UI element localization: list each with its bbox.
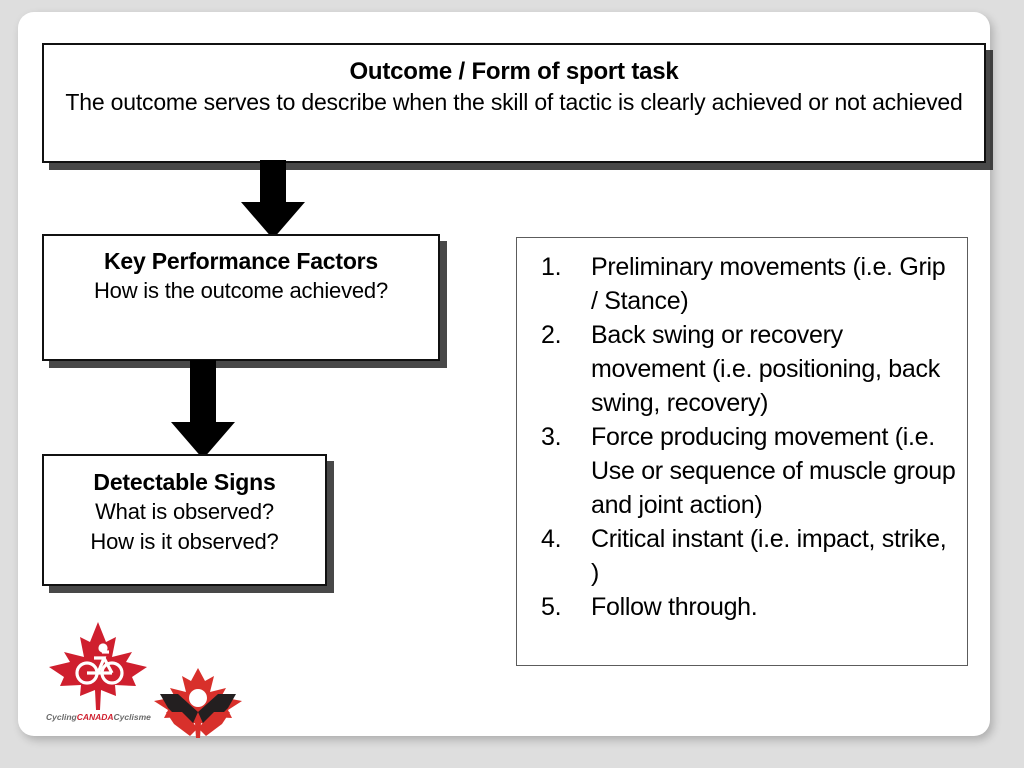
list-item: 4. Critical instant (i.e. impact, strike,… xyxy=(531,522,957,590)
performance-factors-list: 1. Preliminary movements (i.e. Grip / Sta… xyxy=(531,250,957,624)
outcome-box-description: The outcome serves to describe when the … xyxy=(65,89,963,115)
list-item-number: 1. xyxy=(541,253,562,281)
secondary-sport-logo xyxy=(152,668,244,738)
down-arrow-icon-outcome-to-kpf xyxy=(237,160,309,245)
outcome-box-title: Outcome / Form of sport task xyxy=(349,58,679,85)
wordmark-part-1: Cycling xyxy=(46,712,77,722)
kpf-box-question: How is the outcome achieved? xyxy=(93,278,388,303)
list-item-text: Preliminary movements (i.e. Grip / Stanc… xyxy=(591,253,946,315)
outcome-box: Outcome / Form of sport task The outcome… xyxy=(42,43,986,163)
list-item-number: 5. xyxy=(541,593,562,621)
list-item-number: 4. xyxy=(541,525,562,553)
slide-canvas: Outcome / Form of sport task The outcome… xyxy=(18,12,990,738)
maple-leaf-icon xyxy=(49,622,147,710)
list-item: 1. Preliminary movements (i.e. Grip / Sta… xyxy=(531,250,957,318)
cycling-canada-logo: CyclingCANADACyclisme xyxy=(46,620,151,730)
list-item-text: Critical instant (i.e. impact, strike, ) xyxy=(591,525,947,587)
list-item: 3. Force producing movement (i.e. Use or … xyxy=(531,420,957,522)
key-performance-factors-box: Key Performance Factors How is the outco… xyxy=(42,234,440,361)
list-item-text: Force producing movement (i.e. Use or se… xyxy=(591,423,956,519)
list-item-number: 3. xyxy=(541,423,562,451)
list-item-text: Follow through. xyxy=(591,593,758,621)
list-item-text: Back swing or recovery movement (i.e. po… xyxy=(591,321,940,417)
wordmark-part-2: CANADA xyxy=(76,712,114,722)
down-arrow-icon-kpf-to-signs xyxy=(167,360,239,465)
signs-box-question-1: What is observed? xyxy=(95,499,274,524)
signs-box-title: Detectable Signs xyxy=(93,469,276,495)
wordmark-part-3: Cyclisme xyxy=(113,712,151,722)
logo-group: CyclingCANADACyclisme xyxy=(46,620,246,738)
cycling-canada-wordmark: CyclingCANADACyclisme xyxy=(46,712,151,722)
list-item-number: 2. xyxy=(541,321,562,349)
detectable-signs-box: Detectable Signs What is observed? How i… xyxy=(42,454,327,586)
kpf-box-title: Key Performance Factors xyxy=(103,248,379,274)
signs-box-question-2: How is it observed? xyxy=(90,529,279,554)
list-item: 5. Follow through. xyxy=(531,590,957,624)
athlete-leaf-icon xyxy=(154,668,242,738)
performance-factors-list-box: 1. Preliminary movements (i.e. Grip / Sta… xyxy=(516,237,968,666)
list-item: 2. Back swing or recovery movement (i.e. … xyxy=(531,318,957,420)
